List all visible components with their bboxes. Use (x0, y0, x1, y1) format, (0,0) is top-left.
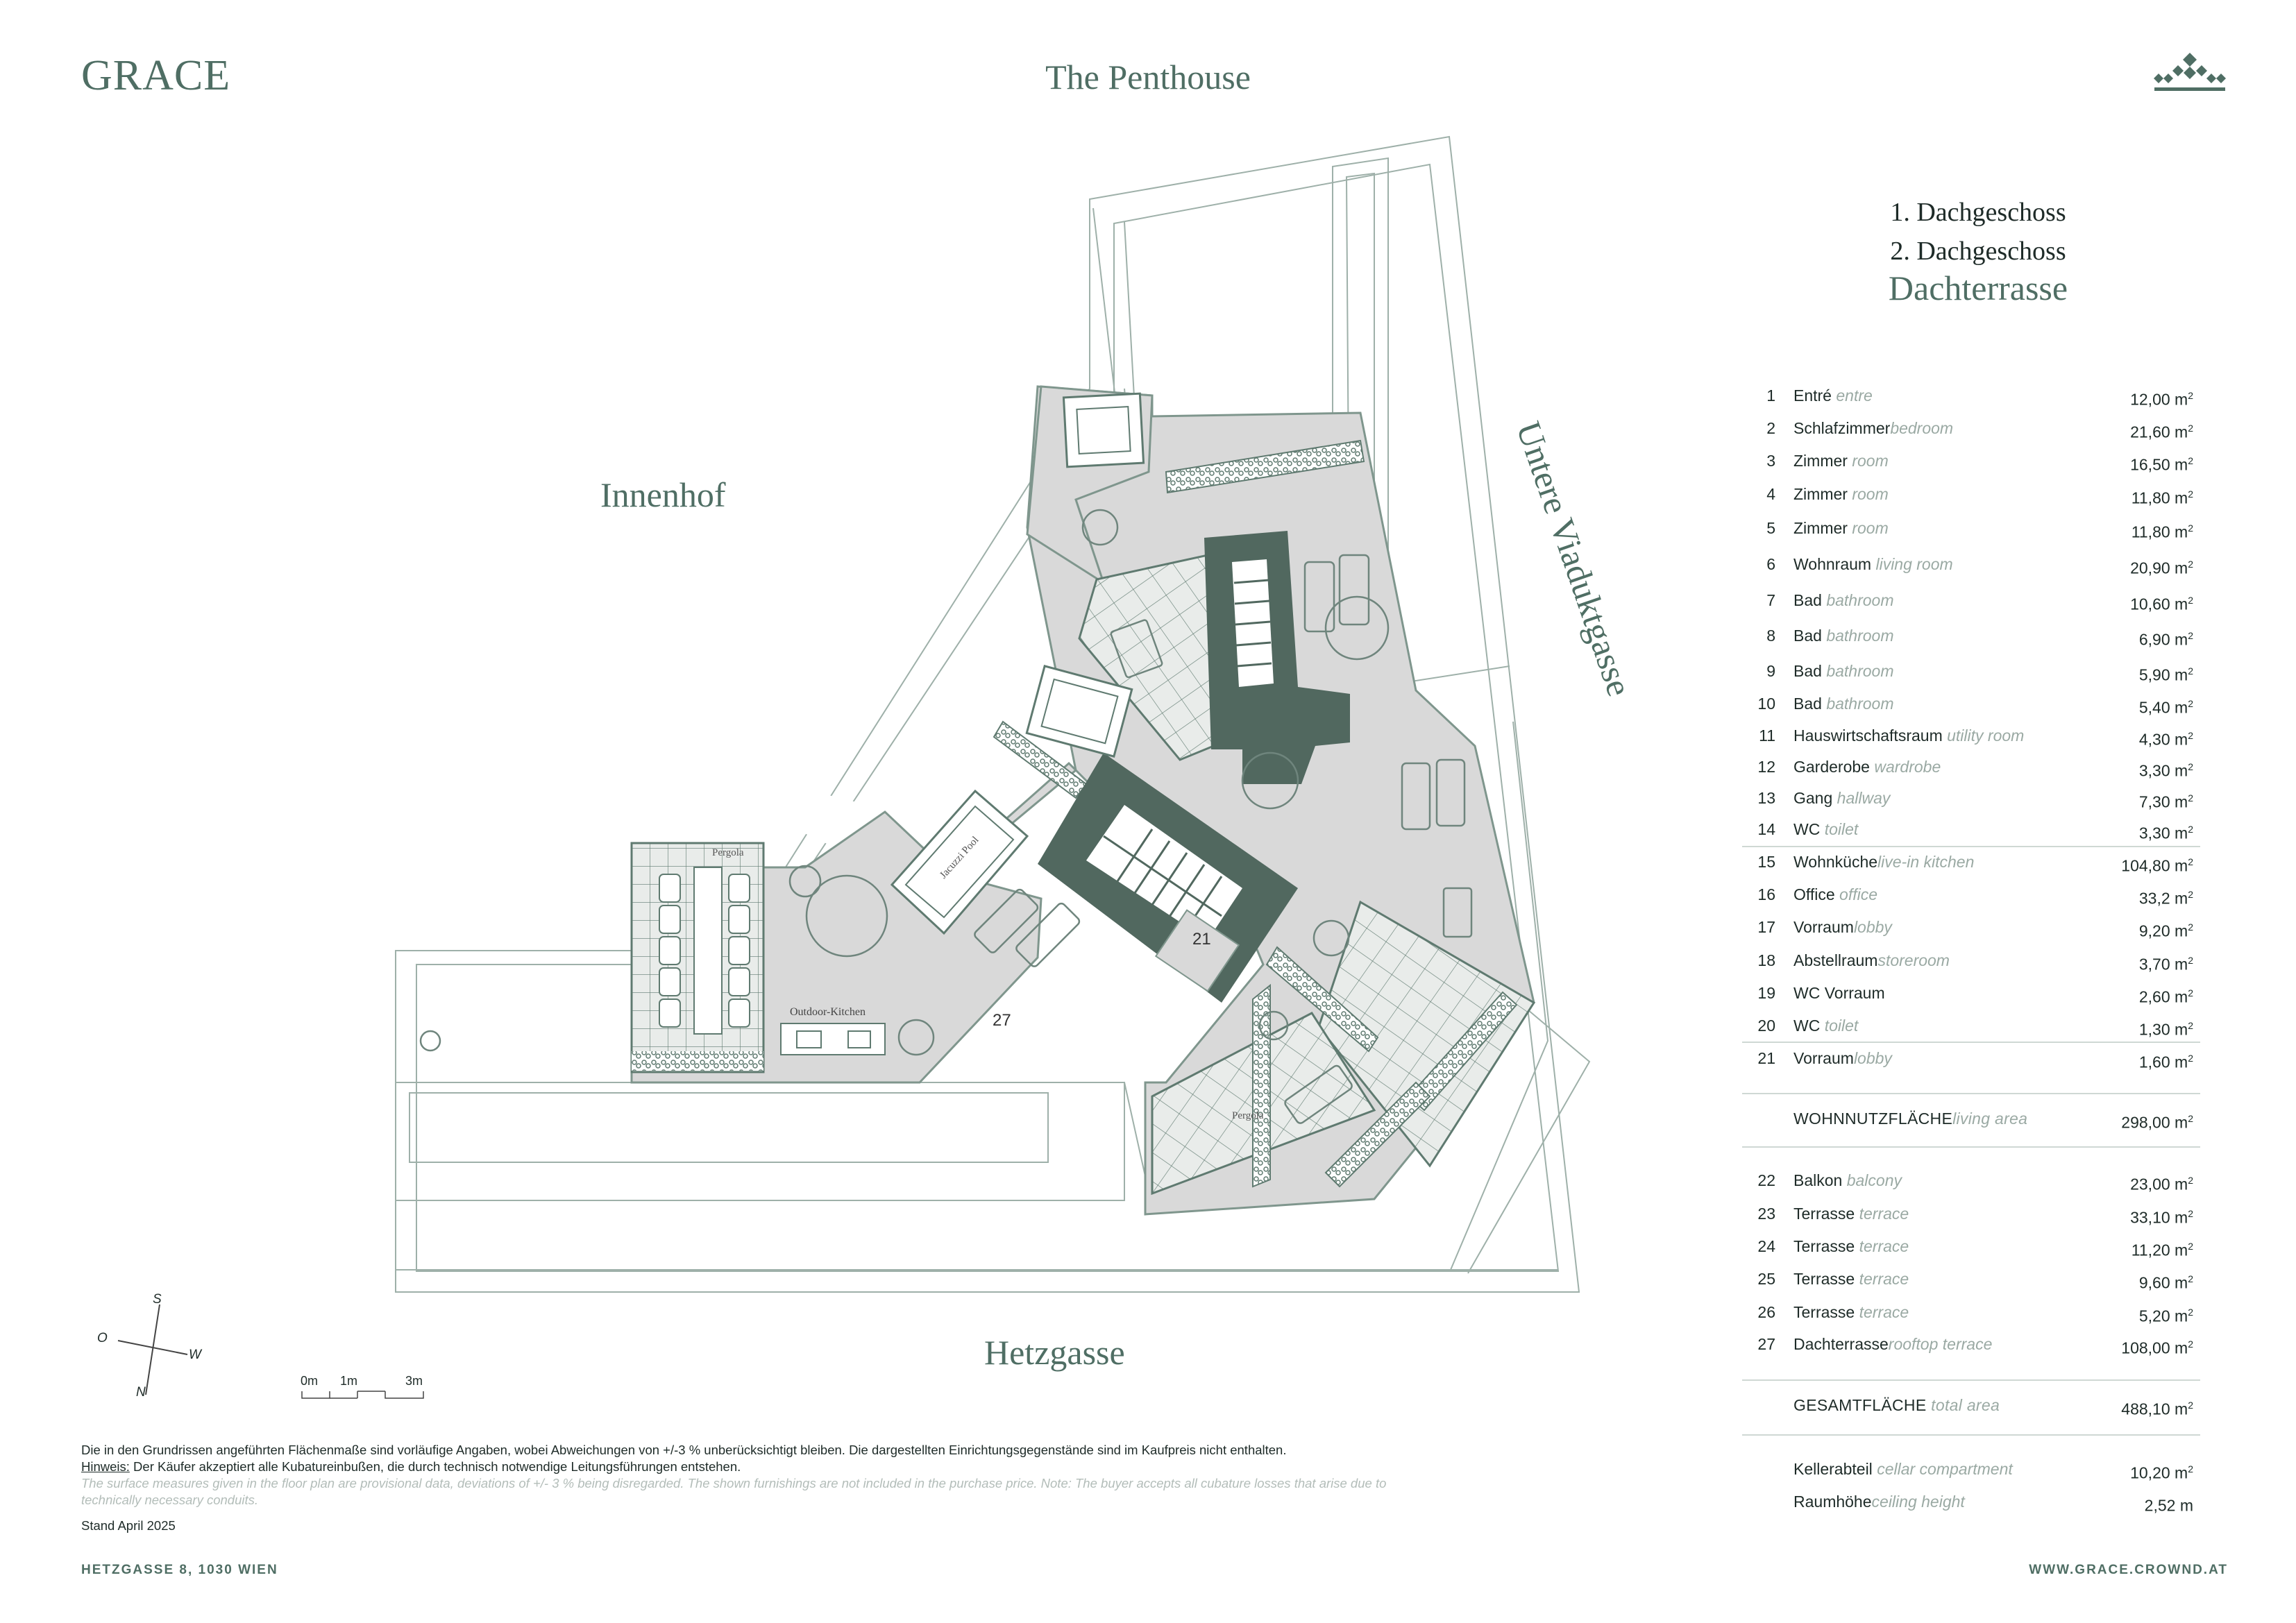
scale-label-0m: 0m (301, 1374, 319, 1388)
floor-plan (395, 135, 1591, 1293)
grace-logo: GRACE (81, 52, 231, 99)
table-divider (1742, 846, 2200, 847)
compass-icon (117, 1304, 188, 1395)
floor-label-2: 2. Dachgeschoss (1890, 237, 2066, 266)
scale-label-3m: 3m (405, 1374, 423, 1388)
compass-w: W (189, 1348, 201, 1362)
page-title: The Penthouse (1045, 58, 1251, 96)
disclaimer-en: The surface measures given in the floor … (81, 1476, 1387, 1507)
floor-label-3: Dachterrasse (1888, 269, 2068, 307)
crown-logo-icon (2154, 53, 2226, 91)
date-stand: Stand April 2025 (81, 1518, 176, 1533)
footer-website-link[interactable]: WWW.GRACE.CROWND.AT (2029, 1563, 2228, 1577)
street-label-hetzgasse: Hetzgasse (984, 1333, 1125, 1372)
disclaimer-hint: Hinweis: Der Käufer akzeptiert alle Kuba… (81, 1459, 741, 1474)
pergola-label-1: Pergola (712, 847, 744, 858)
table-divider (1742, 1093, 2200, 1094)
scale-bar-icon (301, 1391, 424, 1399)
scale-label-1m: 1m (340, 1374, 358, 1388)
floor-label-1: 1. Dachgeschoss (1890, 198, 2066, 227)
outdoor-kitchen-label: Outdoor-Kitchen (790, 1006, 866, 1018)
compass-n: N (136, 1385, 146, 1400)
disclaimer-de: Die in den Grundrissen angeführten Fläch… (81, 1443, 1287, 1457)
table-divider (1742, 1042, 2200, 1043)
pergola-label-2: Pergola (1232, 1110, 1264, 1121)
room-number-27: 27 (993, 1011, 1011, 1030)
table-divider (1742, 1379, 2200, 1381)
footer-address: HETZGASSE 8, 1030 WIEN (81, 1563, 278, 1577)
courtyard-label: Innenhof (600, 475, 726, 514)
table-divider (1742, 1146, 2200, 1148)
room-number-21: 21 (1192, 930, 1211, 949)
compass-o: O (97, 1331, 108, 1345)
disclaimer: Die in den Grundrissen angeführten Fläch… (81, 1442, 1435, 1509)
compass-s: S (153, 1292, 162, 1307)
table-divider (1742, 1434, 2200, 1436)
